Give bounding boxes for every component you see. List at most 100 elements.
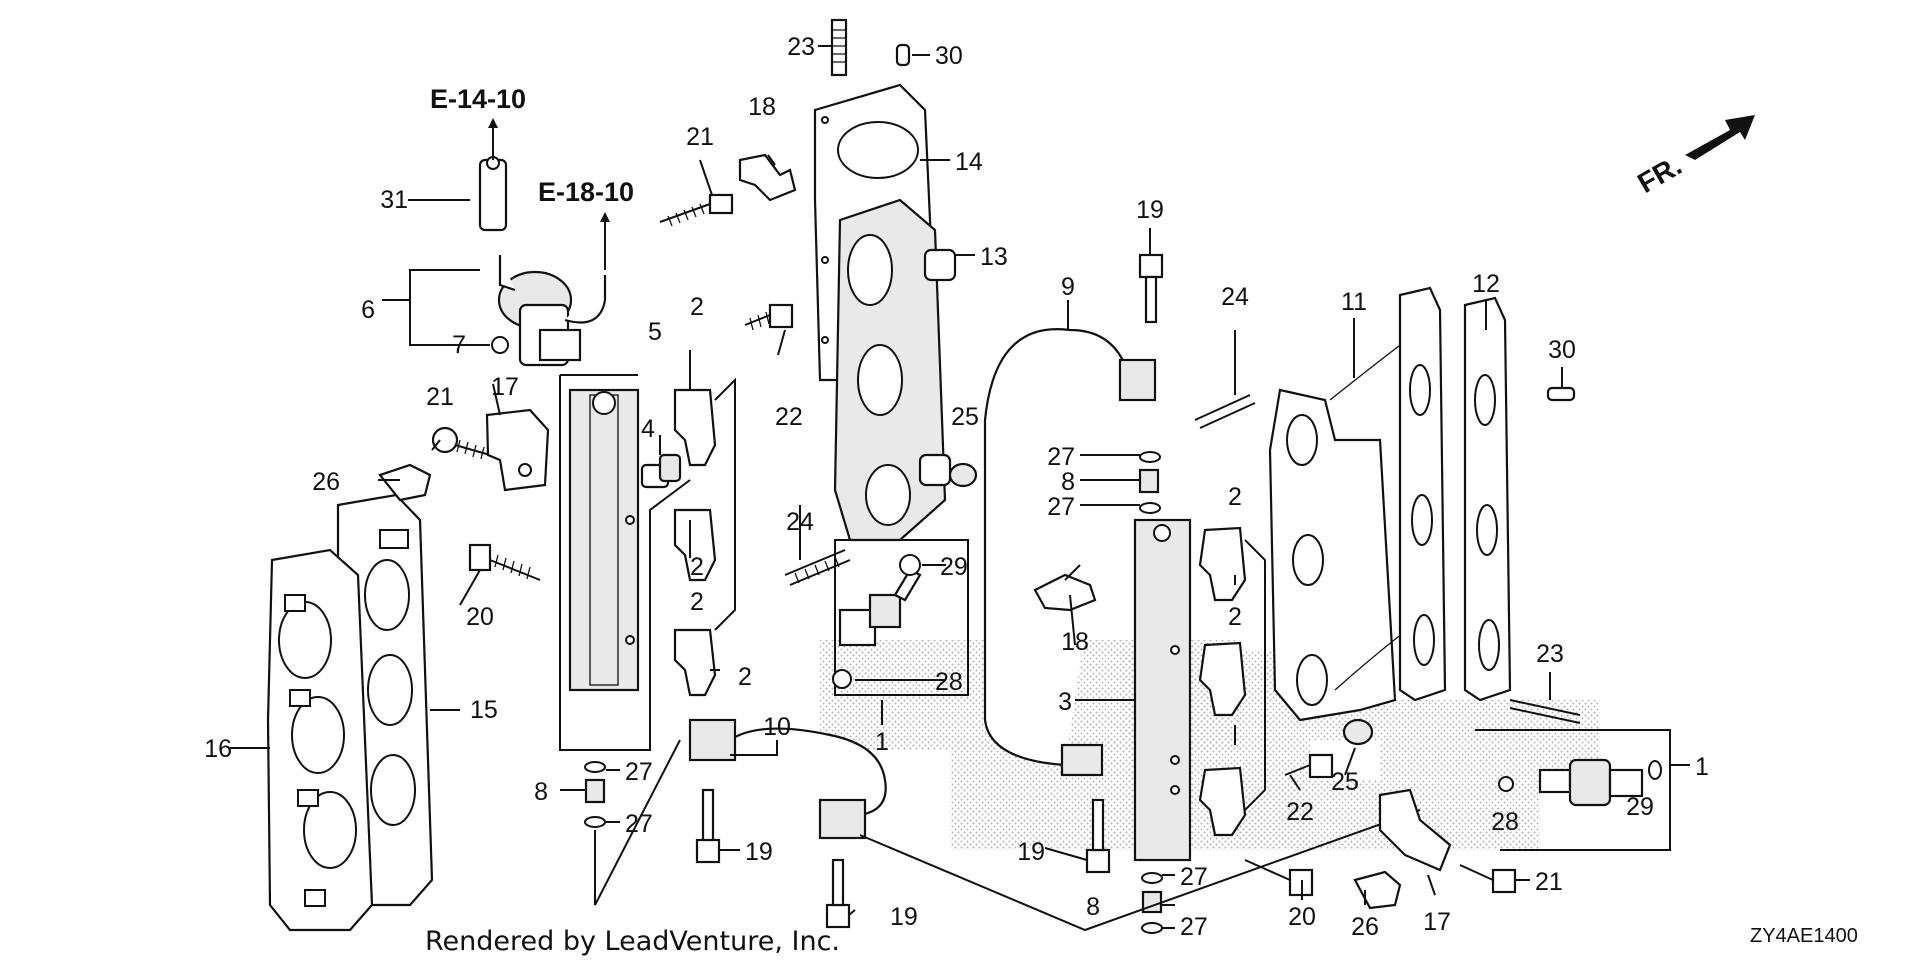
callout-leaders	[230, 45, 1690, 929]
seal-stack-center[interactable]	[1138, 451, 1161, 514]
callout-28-center: 28	[935, 668, 963, 696]
callout-23-top: 23	[787, 33, 815, 61]
bolt-19-bottom[interactable]	[825, 858, 851, 929]
callout-12: 12	[1472, 270, 1500, 298]
callout-2-d: 2	[738, 663, 752, 691]
bolt-19-lower-left[interactable]	[695, 788, 721, 864]
bolt-20-left[interactable]	[468, 543, 541, 581]
callout-23-right: 23	[1536, 640, 1564, 668]
callout-24-left: 24	[786, 508, 814, 536]
ref-arrow-e14-head	[488, 118, 498, 128]
bracket-17-left[interactable]	[485, 408, 550, 492]
callout-26-left: 26	[312, 468, 340, 496]
callout-31: 31	[380, 186, 408, 214]
bolt-21-upper[interactable]	[659, 193, 734, 227]
clip-26-left[interactable]	[378, 463, 432, 502]
seal-stack-left-bottom[interactable]	[584, 761, 606, 828]
callout-8-a: 8	[534, 778, 548, 806]
callout-27-b: 27	[625, 810, 653, 838]
callout-19-right: 19	[1017, 838, 1045, 866]
callout-13: 13	[980, 243, 1008, 271]
callout-1-center: 1	[875, 728, 889, 756]
callout-2-c: 2	[690, 588, 704, 616]
fuel-pipe-10[interactable]	[688, 718, 887, 840]
callout-2-e: 2	[1228, 483, 1242, 511]
callout-29-right: 29	[1626, 793, 1654, 821]
leader-box-1-right	[1475, 729, 1671, 851]
front-direction-arrow	[1685, 115, 1755, 160]
clip-18-top[interactable]	[738, 153, 797, 202]
nut-25-right[interactable]	[1342, 718, 1374, 746]
pin-30-top[interactable]	[895, 43, 911, 67]
fuel-pipe-9[interactable]	[983, 328, 1157, 777]
stud-24-center[interactable]	[784, 549, 851, 586]
fuel-rail-right[interactable]	[1133, 518, 1192, 862]
fuel-injector-center[interactable]	[838, 568, 922, 647]
stud-23-top[interactable]	[830, 18, 848, 77]
bolt-19-lower-right[interactable]	[1085, 798, 1111, 874]
callout-3: 3	[1058, 688, 1072, 716]
leader-box-5	[559, 374, 691, 751]
callout-25-right: 25	[1331, 768, 1359, 796]
callout-30-top: 30	[935, 42, 963, 70]
leader-clips-2-right	[1244, 539, 1266, 811]
clip-26-right[interactable]	[1353, 870, 1402, 910]
callout-2-b: 2	[690, 553, 704, 581]
direction-label: FR.	[1632, 150, 1687, 199]
callout-6: 6	[361, 296, 375, 324]
intake-manifold-13[interactable]	[833, 198, 957, 542]
credit-text: Rendered by LeadVenture, Inc.	[425, 926, 840, 957]
stud-24-right[interactable]	[1194, 394, 1256, 429]
callout-28-right: 28	[1491, 808, 1519, 836]
bolt-22-right[interactable]	[1284, 753, 1334, 779]
manifold-11[interactable]	[1268, 328, 1421, 722]
fuel-rail-left[interactable]	[568, 388, 640, 692]
gasket-11-plate[interactable]	[1398, 286, 1447, 702]
fuel-injector-right[interactable]	[1538, 758, 1644, 807]
o-ring-28-center[interactable]	[832, 669, 852, 689]
seal-stack-right-bottom[interactable]	[1141, 872, 1163, 934]
leader-diagonal-bottom	[859, 809, 1421, 932]
ref-label-e14: E-14-10	[430, 84, 526, 114]
bracket-17-right[interactable]	[1378, 788, 1452, 872]
callout-2-f: 2	[1228, 603, 1242, 631]
hose-31[interactable]	[478, 158, 508, 232]
callout-17-right: 17	[1423, 908, 1451, 936]
callout-27-c: 27	[1047, 443, 1075, 471]
callout-22-right: 22	[1286, 798, 1314, 826]
callout-24-right: 24	[1221, 283, 1249, 311]
clips-2-left[interactable]	[673, 388, 717, 697]
callout-29-center: 29	[940, 553, 968, 581]
callout-30-right: 30	[1548, 336, 1576, 364]
o-ring-29-center[interactable]	[899, 554, 921, 576]
callout-19-left: 19	[745, 838, 773, 866]
bolt-21-left[interactable]	[431, 426, 491, 460]
bolt-22-upper[interactable]	[744, 303, 794, 331]
callout-19-bottom: 19	[890, 903, 918, 931]
o-ring-29-right[interactable]	[1648, 760, 1662, 780]
callout-14: 14	[955, 148, 983, 176]
intake-gasket-16[interactable]	[266, 548, 374, 932]
diagram-code: ZY4AE1400	[1750, 925, 1858, 947]
o-ring-28-right[interactable]	[1498, 776, 1514, 792]
callout-7: 7	[452, 331, 466, 359]
callout-19-top: 19	[1136, 196, 1164, 224]
callout-11: 11	[1341, 288, 1367, 316]
nut-25-center[interactable]	[948, 462, 978, 488]
leader-box-1-center	[834, 539, 969, 696]
ref-arrow-e18-head	[600, 212, 610, 222]
gasket-12[interactable]	[1463, 296, 1512, 702]
callout-21-left: 21	[426, 383, 454, 411]
bolt-21-right[interactable]	[1459, 864, 1517, 894]
pin-30-right[interactable]	[1546, 386, 1576, 402]
bolt-19-upper[interactable]	[1138, 253, 1164, 324]
clips-2-right[interactable]	[1198, 526, 1247, 837]
plug-4[interactable]	[640, 453, 682, 489]
pressure-regulator[interactable]	[497, 255, 607, 367]
callout-27-f: 27	[1180, 913, 1208, 941]
clip-18-center[interactable]	[1033, 573, 1097, 612]
stud-23-right[interactable]	[1509, 699, 1581, 724]
o-ring-7[interactable]	[491, 336, 509, 354]
